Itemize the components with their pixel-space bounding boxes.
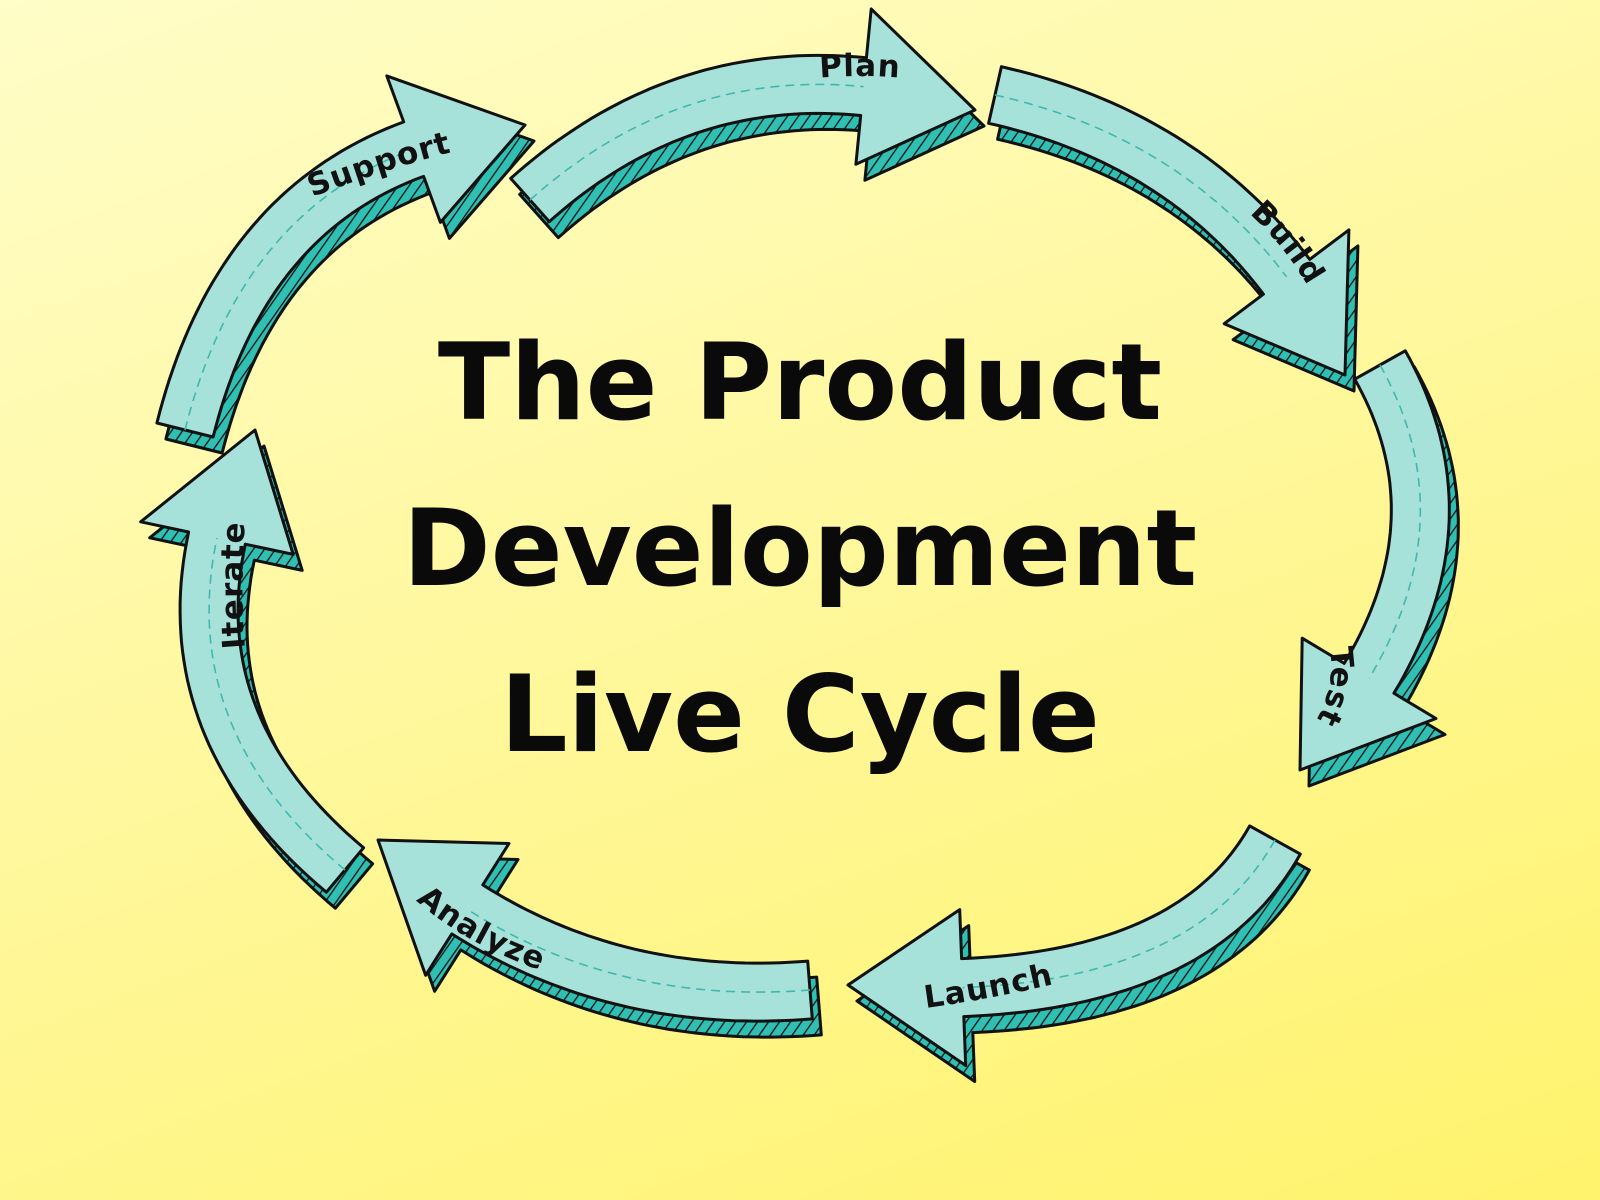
cycle-arrow-launch-face bbox=[846, 824, 1302, 1067]
cycle-arrow-plan-face bbox=[509, 7, 977, 224]
cycle-arrow-support-face bbox=[155, 74, 527, 439]
cycle-arrow-analyze-stitch bbox=[466, 908, 811, 993]
stage-label-plan: Plan bbox=[818, 48, 902, 86]
cycle-arrow-launch bbox=[846, 824, 1311, 1083]
title-line-1: The Product bbox=[437, 321, 1163, 444]
cycle-arrow-test bbox=[1298, 349, 1460, 788]
cycle-arrow-analyze-face bbox=[376, 838, 814, 1023]
cycle-arrow-launch-stitch bbox=[962, 839, 1276, 989]
cycle-arrow-build-stitch bbox=[994, 94, 1288, 278]
cycle-arrow-test-stitch bbox=[1368, 364, 1422, 679]
cycle-arrow-support bbox=[155, 74, 536, 455]
cycle-arrow-build bbox=[987, 65, 1360, 393]
diagram-title: The Product Development Live Cycle bbox=[300, 300, 1300, 798]
cycle-arrow-test-face bbox=[1298, 349, 1451, 772]
cycle-arrow-iterate-face bbox=[139, 428, 366, 894]
title-line-3: Live Cycle bbox=[500, 653, 1100, 776]
cycle-arrow-build-face bbox=[987, 65, 1351, 377]
cycle-arrow-iterate bbox=[139, 428, 375, 910]
cycle-arrow-plan-stitch bbox=[529, 83, 864, 201]
stage-label-iterate: Iterate bbox=[214, 520, 252, 650]
title-line-2: Development bbox=[402, 487, 1198, 610]
cycle-arrow-analyze bbox=[376, 838, 823, 1039]
cycle-arrow-plan bbox=[509, 7, 986, 240]
cycle-arrow-support-stitch bbox=[184, 148, 414, 431]
